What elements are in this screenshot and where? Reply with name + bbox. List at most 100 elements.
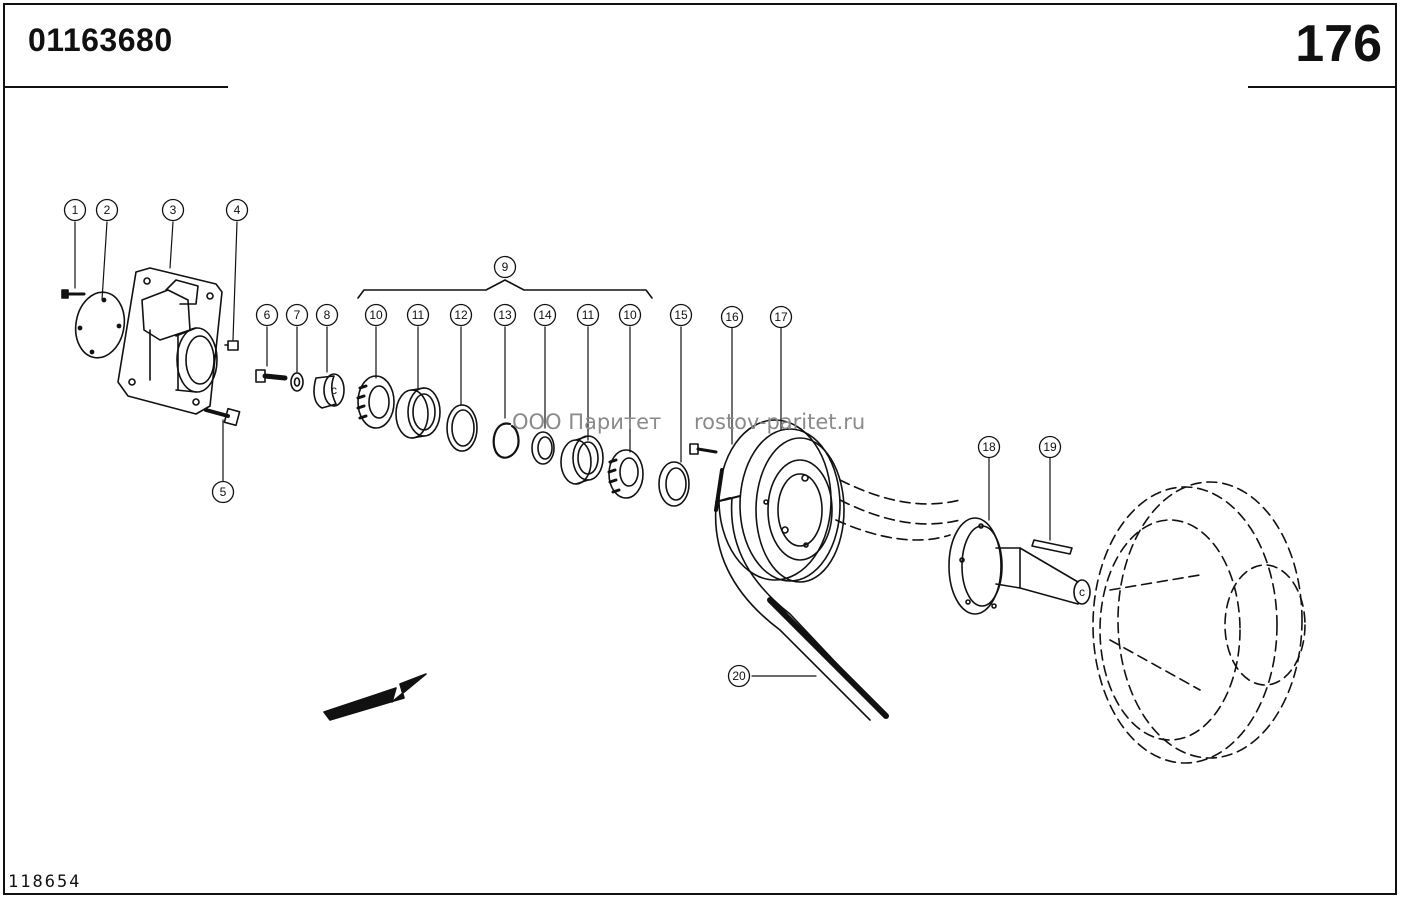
callout-label: 11 bbox=[412, 308, 425, 322]
callout-circle bbox=[1038, 435, 1062, 459]
page-number: 176 bbox=[1295, 15, 1382, 73]
callout-circle bbox=[533, 303, 557, 327]
callout-label: 12 bbox=[454, 308, 468, 322]
callout-circle bbox=[977, 435, 1001, 459]
part-17-pulley bbox=[714, 419, 845, 583]
callout-1: 1 bbox=[63, 198, 87, 222]
callout-5: 5 bbox=[211, 480, 235, 504]
document-number: 01163680 bbox=[28, 22, 173, 58]
callout-label: 8 bbox=[324, 308, 331, 322]
watermark-company: ООО Паритет bbox=[512, 410, 662, 434]
part-10-bearing-a bbox=[356, 375, 395, 429]
callout-circle bbox=[285, 303, 309, 327]
callout-circle bbox=[449, 303, 473, 327]
group-bracket-9 bbox=[357, 279, 653, 299]
callout-6: 6 bbox=[255, 303, 279, 327]
part-4-grease-nipple bbox=[224, 340, 239, 351]
part-13-circlip bbox=[492, 422, 520, 459]
callout-label: 1 bbox=[72, 203, 79, 217]
callout-label: 13 bbox=[498, 308, 512, 322]
callout-circle bbox=[727, 664, 751, 688]
part-5-bolt bbox=[204, 407, 241, 427]
part-16-bolt bbox=[689, 443, 718, 455]
callout-circle bbox=[63, 198, 87, 222]
callout-label: 5 bbox=[220, 485, 227, 499]
part-14-spacer bbox=[531, 431, 555, 465]
callout-label: 16 bbox=[725, 310, 739, 324]
leader-lines bbox=[74, 221, 1051, 677]
part-18-hub: c bbox=[948, 517, 1091, 615]
callout-label: 10 bbox=[369, 308, 383, 322]
callout-circle bbox=[576, 303, 600, 327]
part-8-cap: c bbox=[313, 373, 345, 409]
part-1-screw bbox=[61, 289, 86, 299]
callout-11: 11 bbox=[576, 303, 600, 327]
part-15-seal bbox=[658, 461, 690, 507]
part-12-ring bbox=[446, 404, 478, 452]
callout-label: 18 bbox=[982, 440, 996, 454]
part-10-bearing-b bbox=[607, 449, 644, 499]
svg-text:c: c bbox=[331, 383, 337, 397]
watermark: ООО Паритет rostov-paritet.ru bbox=[512, 410, 891, 434]
callout-circle bbox=[406, 303, 430, 327]
callout-circle bbox=[669, 303, 693, 327]
callout-2: 2 bbox=[95, 198, 119, 222]
callout-label: 7 bbox=[294, 308, 301, 322]
header-rule-right bbox=[1248, 86, 1397, 88]
callout-circle bbox=[720, 305, 744, 329]
watermark-site: rostov-paritet.ru bbox=[693, 410, 866, 434]
callout-label: 9 bbox=[502, 260, 509, 274]
callout-circle bbox=[225, 198, 249, 222]
callout-circle bbox=[255, 303, 279, 327]
callout-label: 2 bbox=[104, 203, 111, 217]
callout-label: 17 bbox=[774, 310, 788, 324]
callout-circle bbox=[493, 303, 517, 327]
callout-label: 4 bbox=[234, 203, 241, 217]
callout-10: 10 bbox=[618, 303, 642, 327]
part-20-belt bbox=[714, 479, 961, 721]
callout-label: 10 bbox=[623, 308, 637, 322]
part-11-cup-b bbox=[560, 435, 604, 485]
callout-12: 12 bbox=[449, 303, 473, 327]
svg-text:c: c bbox=[1079, 585, 1085, 599]
callout-11: 11 bbox=[406, 303, 430, 327]
part-6-bolt bbox=[255, 369, 288, 383]
drawing-id: 118654 bbox=[8, 872, 82, 892]
callout-circle bbox=[211, 480, 235, 504]
callout-20: 20 bbox=[727, 664, 751, 688]
callout-9: 9 bbox=[493, 255, 517, 279]
phantom-wheel bbox=[1092, 481, 1306, 764]
callout-14: 14 bbox=[533, 303, 557, 327]
callout-15: 15 bbox=[669, 303, 693, 327]
part-11-cup-a bbox=[395, 387, 441, 439]
callout-circle bbox=[364, 303, 388, 327]
callout-10: 10 bbox=[364, 303, 388, 327]
part-19-key bbox=[1031, 539, 1073, 555]
callout-circle bbox=[769, 305, 793, 329]
part-2-cover-plate bbox=[74, 291, 126, 359]
callout-19: 19 bbox=[1038, 435, 1062, 459]
callout-label: 20 bbox=[732, 669, 746, 683]
callout-circle bbox=[493, 255, 517, 279]
direction-arrow bbox=[323, 673, 427, 721]
callout-8: 8 bbox=[315, 303, 339, 327]
callout-label: 11 bbox=[582, 308, 595, 322]
header-rule-left bbox=[3, 86, 228, 88]
callout-label: 15 bbox=[674, 308, 688, 322]
callout-7: 7 bbox=[285, 303, 309, 327]
callout-4: 4 bbox=[225, 198, 249, 222]
part-3-bearing-housing bbox=[117, 267, 223, 415]
callout-17: 17 bbox=[769, 305, 793, 329]
callout-3: 3 bbox=[161, 198, 185, 222]
callout-circle bbox=[161, 198, 185, 222]
callout-label: 3 bbox=[170, 203, 177, 217]
callout-circle bbox=[618, 303, 642, 327]
page-border bbox=[3, 3, 1397, 895]
callout-label: 19 bbox=[1043, 440, 1057, 454]
callout-label: 14 bbox=[538, 308, 552, 322]
callout-circle bbox=[95, 198, 119, 222]
part-7-washer bbox=[290, 372, 304, 392]
